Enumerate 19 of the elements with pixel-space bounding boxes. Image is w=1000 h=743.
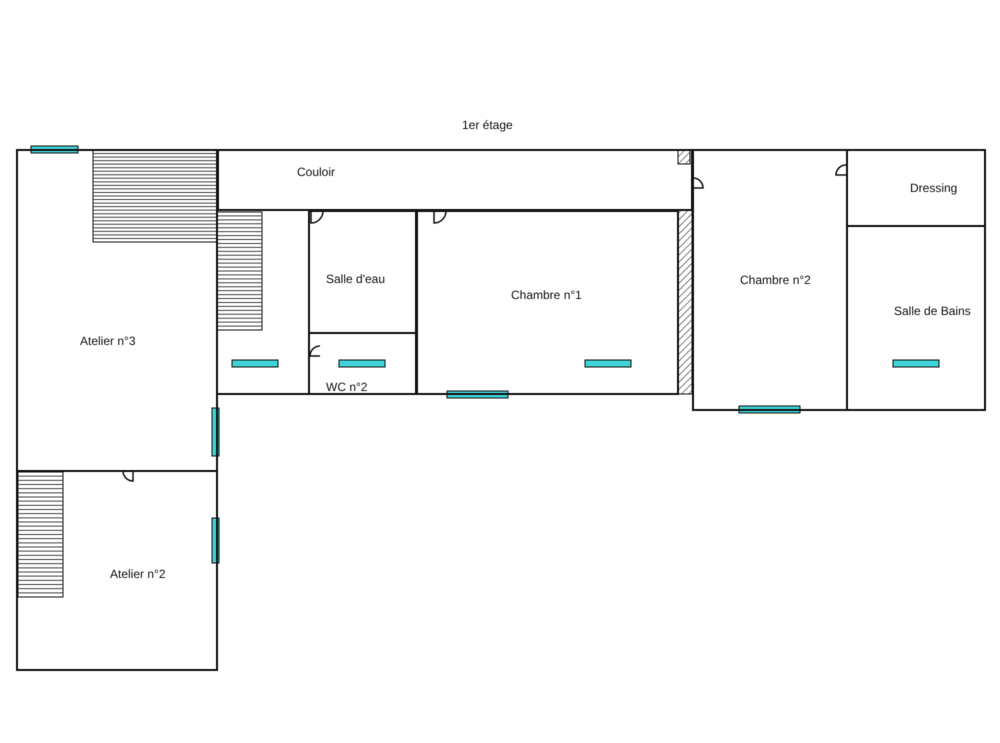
room-label: Atelier n°2 <box>110 567 166 581</box>
room-label: Salle d'eau <box>326 272 386 286</box>
room-outline <box>217 149 693 211</box>
room-outline <box>846 149 986 227</box>
room-label: Chambre n°1 <box>511 288 582 302</box>
room-outline <box>308 332 417 395</box>
room-label: Dressing <box>910 181 958 195</box>
room-label: Salle de Bains <box>894 304 971 318</box>
room-label: Chambre n°2 <box>740 273 811 287</box>
plan-title: 1er étage <box>462 118 513 132</box>
room-outline <box>16 149 218 472</box>
room-outline <box>16 470 218 671</box>
room-label: WC n°2 <box>326 380 368 394</box>
room-outline <box>846 225 986 411</box>
room-outline <box>308 210 417 334</box>
room-outline <box>416 210 679 395</box>
room-label: Couloir <box>297 165 336 179</box>
room-label: Atelier n°3 <box>80 334 136 348</box>
room-outline <box>692 149 848 411</box>
